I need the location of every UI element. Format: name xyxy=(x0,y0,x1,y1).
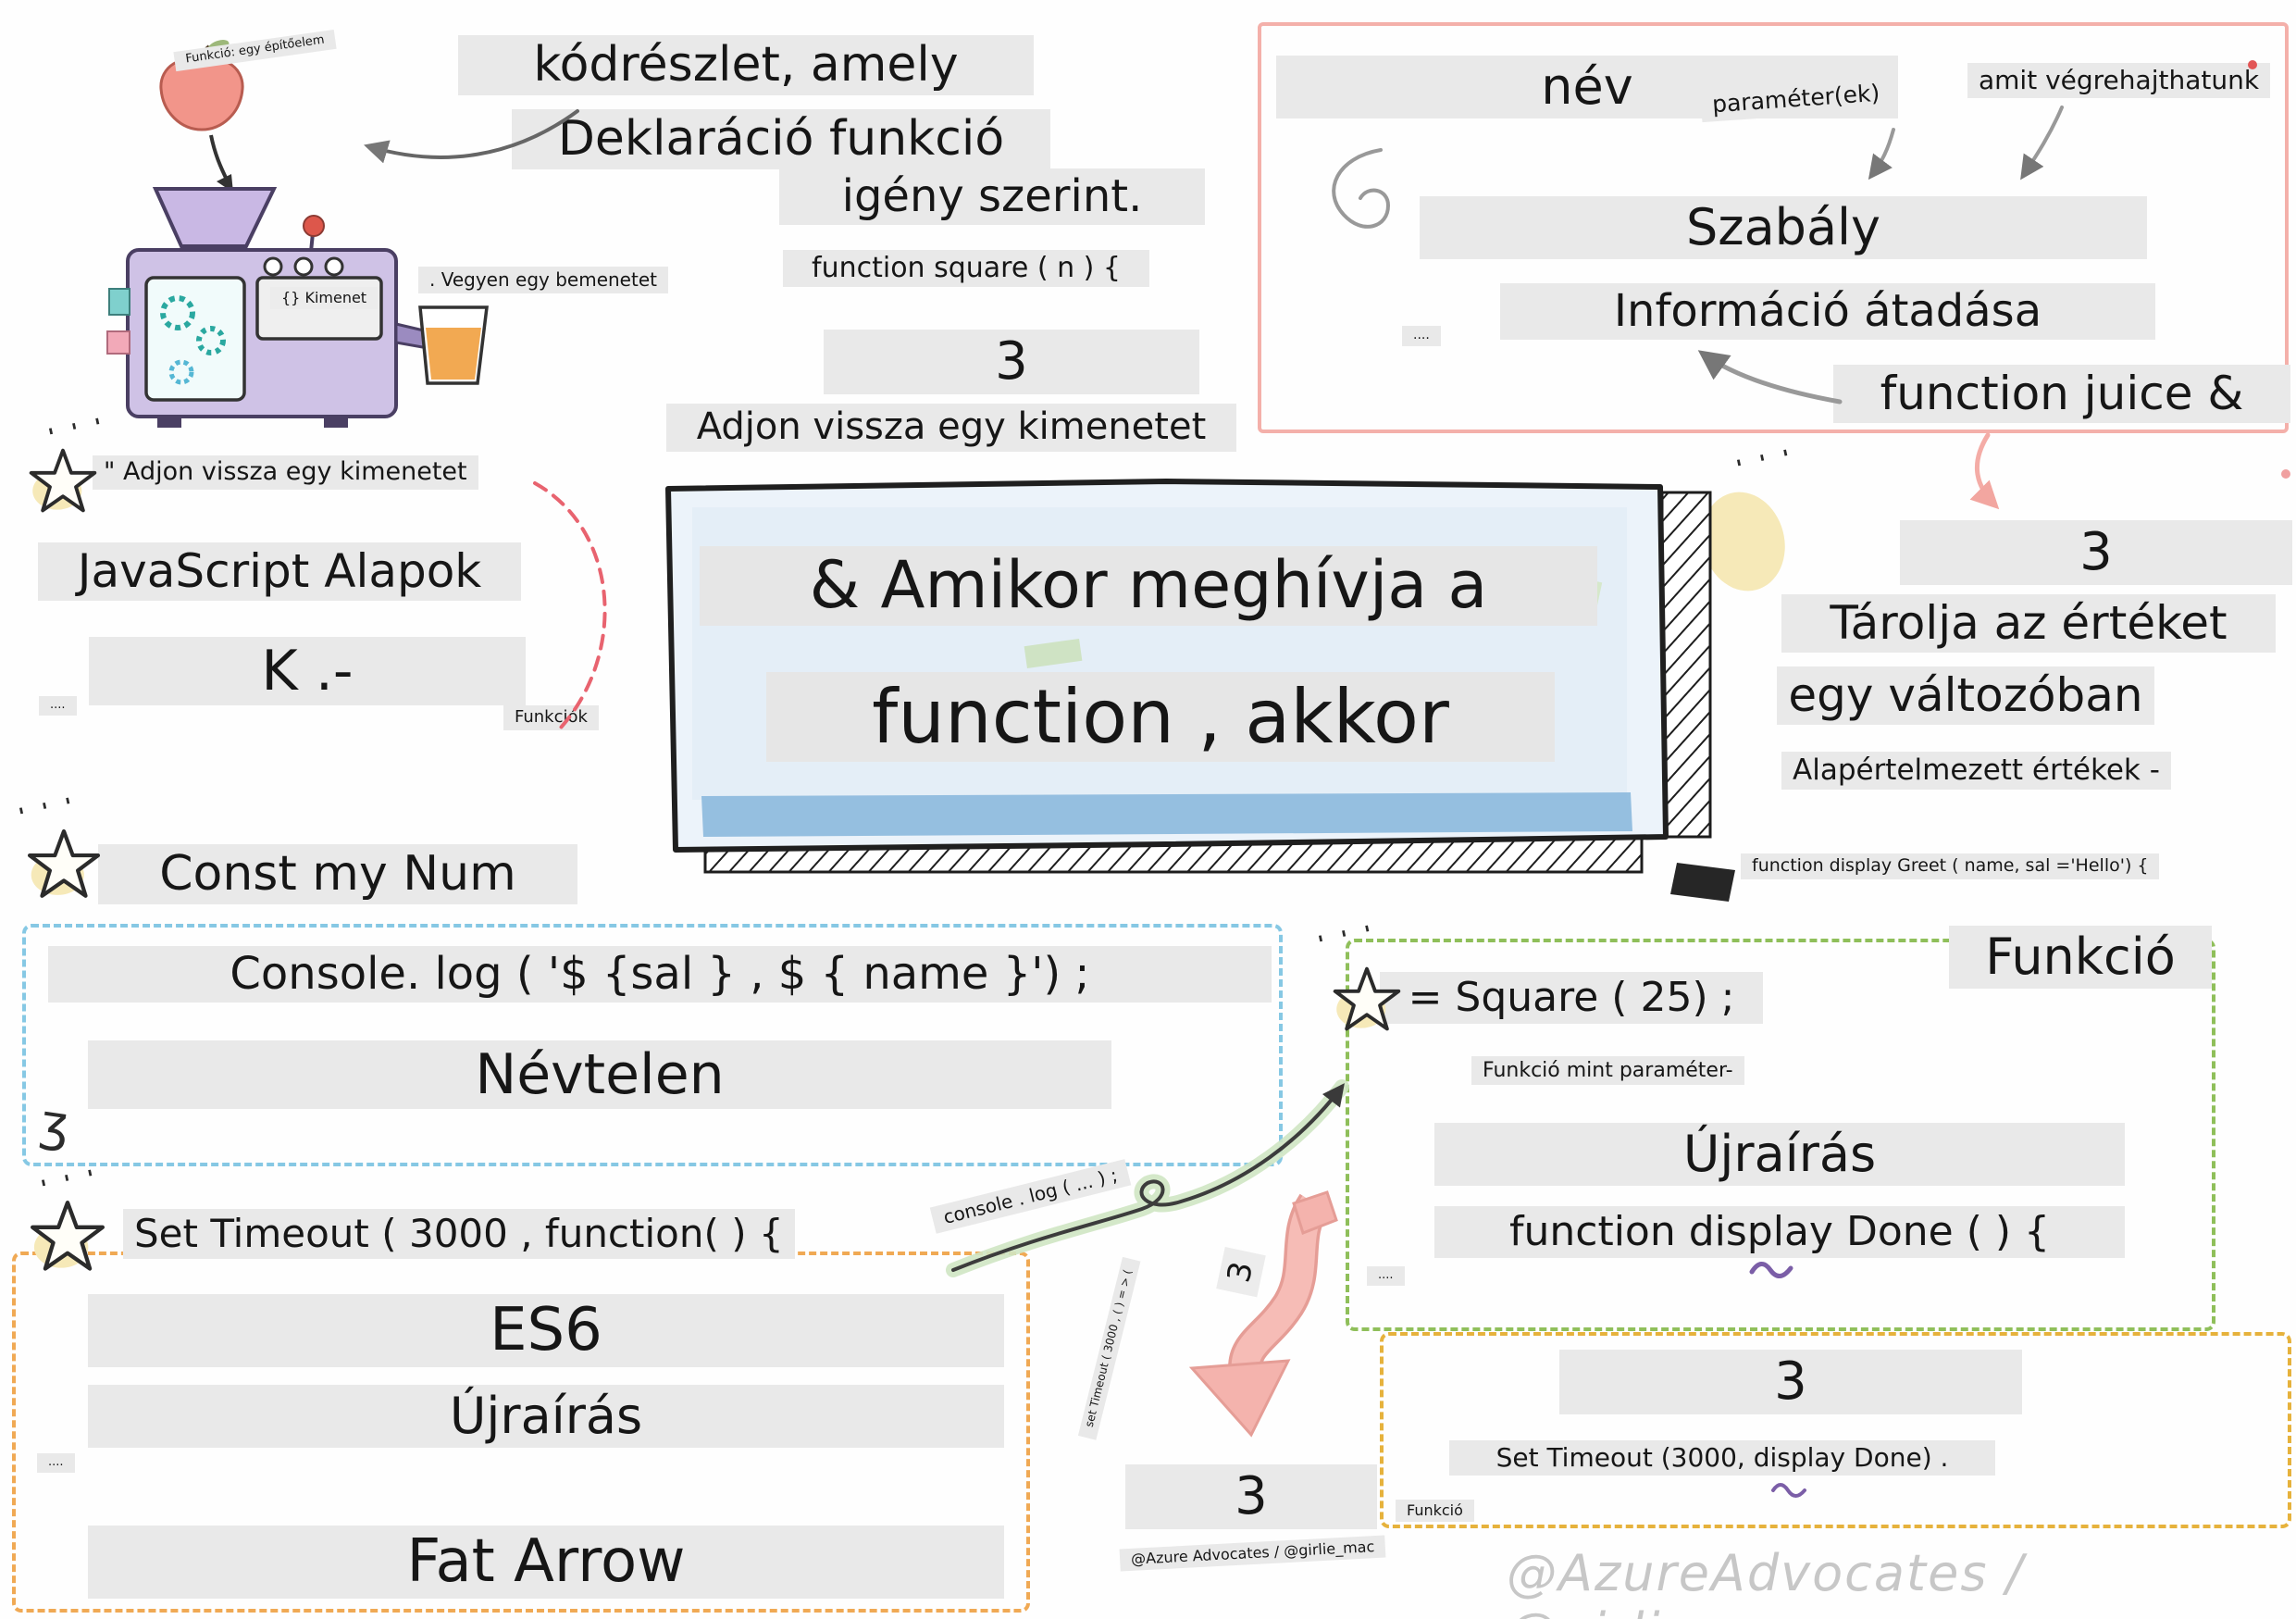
label-amikor-meghivja: & Amikor meghívja a xyxy=(700,546,1597,626)
label-igeny: igény szerint. xyxy=(779,168,1205,225)
label-console-log-note: console . log ( ... ) ; xyxy=(929,1159,1132,1234)
label-output-note: Adjon vissza egy kimenetet xyxy=(666,404,1236,452)
label-valtozoban: egy változóban xyxy=(1777,666,2154,725)
juice-glass-icon xyxy=(418,305,489,385)
label-funkcio-mint-parameter: Funkció mint paraméter- xyxy=(1471,1056,1744,1086)
label-settimeout-code: Set Timeout ( 3000 , function( ) { xyxy=(123,1209,795,1259)
function-machine-illustration xyxy=(102,19,518,435)
hatch-right-band xyxy=(1660,491,1712,839)
label-k: K .- xyxy=(89,637,526,706)
label-const-my-num: Const my Num xyxy=(98,844,577,905)
label-display-done-code: function display Done ( ) { xyxy=(1434,1206,2125,1259)
label-input-note: . Vegyen egy bemenetet xyxy=(418,267,668,293)
sparkle-marks: ' ' ' xyxy=(16,791,80,830)
star-icon xyxy=(1331,965,1403,1037)
sparkle-marks: ' ' ' xyxy=(1733,443,1797,482)
pink-dashed-arc xyxy=(533,481,607,729)
label-square-dots: .... xyxy=(1367,1266,1405,1286)
sparkle-marks: ' ' ' xyxy=(38,1164,102,1202)
label-deklaracio: Deklaráció funkció xyxy=(512,109,1050,170)
gear-icon xyxy=(168,359,194,385)
rule-box xyxy=(1258,22,2289,433)
funnel xyxy=(152,187,278,248)
label-timeout-dots: .... xyxy=(37,1453,75,1473)
label-ujrairas-orange: Újraírás xyxy=(88,1385,1004,1448)
label-basics-quote: " Adjon vissza egy kimenetet xyxy=(93,455,478,490)
label-es6: ES6 xyxy=(88,1294,1004,1367)
label-ujrairas-green: Újraírás xyxy=(1434,1123,2125,1186)
gear-screen xyxy=(144,276,246,402)
yellow-blob xyxy=(1702,492,1785,592)
star-icon xyxy=(28,1198,107,1277)
label-informacio-atadasa: Információ átadása xyxy=(1500,283,2155,340)
green-accent-1 xyxy=(1024,638,1083,669)
label-square-call-code: = Square ( 25) ; xyxy=(1380,972,1763,1025)
label-alapertelmezett: Alapértelmezett értékek - xyxy=(1781,752,2171,791)
label-done-code: Set Timeout (3000, display Done) . xyxy=(1449,1440,1995,1476)
label-basics-dots: .... xyxy=(39,696,77,716)
gear-icon xyxy=(160,295,195,330)
label-szabaly: Szabály xyxy=(1420,196,2147,259)
label-rule-dots: .... xyxy=(1402,326,1441,346)
star-icon xyxy=(25,827,103,904)
hatch-bottom-band xyxy=(703,831,1644,874)
box-border xyxy=(665,479,1669,853)
label-function-juice: function juice & xyxy=(1833,365,2290,423)
pink-connector xyxy=(1969,432,2000,510)
label-console-log-code: Console. log ( '$ {sal } , $ { name }') … xyxy=(48,946,1272,1003)
gear-icon xyxy=(196,326,226,355)
label-display-greet-code: function display Greet ( name, sal ='Hel… xyxy=(1741,853,2160,879)
pink-ribbon-arrow xyxy=(1188,1190,1338,1438)
input-arrow-icon xyxy=(209,134,233,193)
label-funkcio-right: Funkció xyxy=(1949,926,2212,989)
label-funkcio-small: Funkció xyxy=(1396,1500,1474,1523)
label-bottom-num: 3 xyxy=(1125,1464,1377,1529)
label-function-square-code: function square ( n ) { xyxy=(783,250,1149,288)
label-fat-arrow: Fat Arrow xyxy=(88,1526,1004,1599)
label-done-num: 3 xyxy=(1559,1350,2022,1414)
sparkle-marks: ' ' ' xyxy=(45,412,109,451)
anonymous-box xyxy=(22,924,1283,1166)
label-azure-handle: @Azure Advocates / @girlie_mac xyxy=(1119,1535,1386,1572)
label-ribbon-num: 3 xyxy=(1216,1247,1266,1298)
label-settimeout-note: set Timeout ( 3000 , ( ) = > ( xyxy=(1077,1256,1141,1440)
watercolor-bottom-band xyxy=(701,792,1632,837)
label-store-num: 3 xyxy=(1900,520,2292,585)
display-done-box xyxy=(1380,1332,2291,1528)
pink-dot xyxy=(2281,469,2290,479)
label-machine-screen: {} Kimenet xyxy=(270,287,379,310)
star-icon xyxy=(27,446,99,518)
dark-corner-block xyxy=(1670,863,1735,902)
label-tarolja: Tárolja az értéket xyxy=(1781,594,2276,653)
label-nevtelen: Névtelen xyxy=(88,1040,1111,1110)
red-light xyxy=(303,215,325,237)
label-amit-vegrehajthatunk: amit végrehajthatunk xyxy=(1967,63,2271,98)
watermark-handle: @AzureAdvocates / @girlie_mac xyxy=(1507,1544,2025,1619)
label-funkciok: Funkciók xyxy=(503,705,599,730)
label-kodreszlet: kódrészlet, amely xyxy=(458,35,1034,96)
label-declaration-num: 3 xyxy=(824,330,1199,394)
label-javascript-alapok: JavaScript Alapok xyxy=(38,542,521,601)
label-function-akkor: function , akkor xyxy=(766,672,1555,763)
